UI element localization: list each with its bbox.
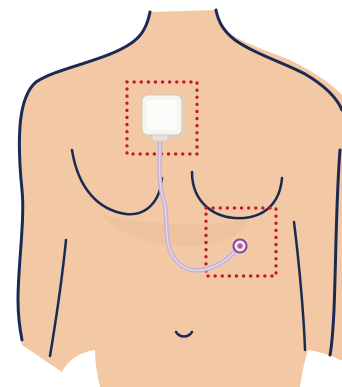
pump-device (142, 95, 184, 141)
torso-body (18, 10, 342, 387)
sensor-port (234, 240, 247, 253)
